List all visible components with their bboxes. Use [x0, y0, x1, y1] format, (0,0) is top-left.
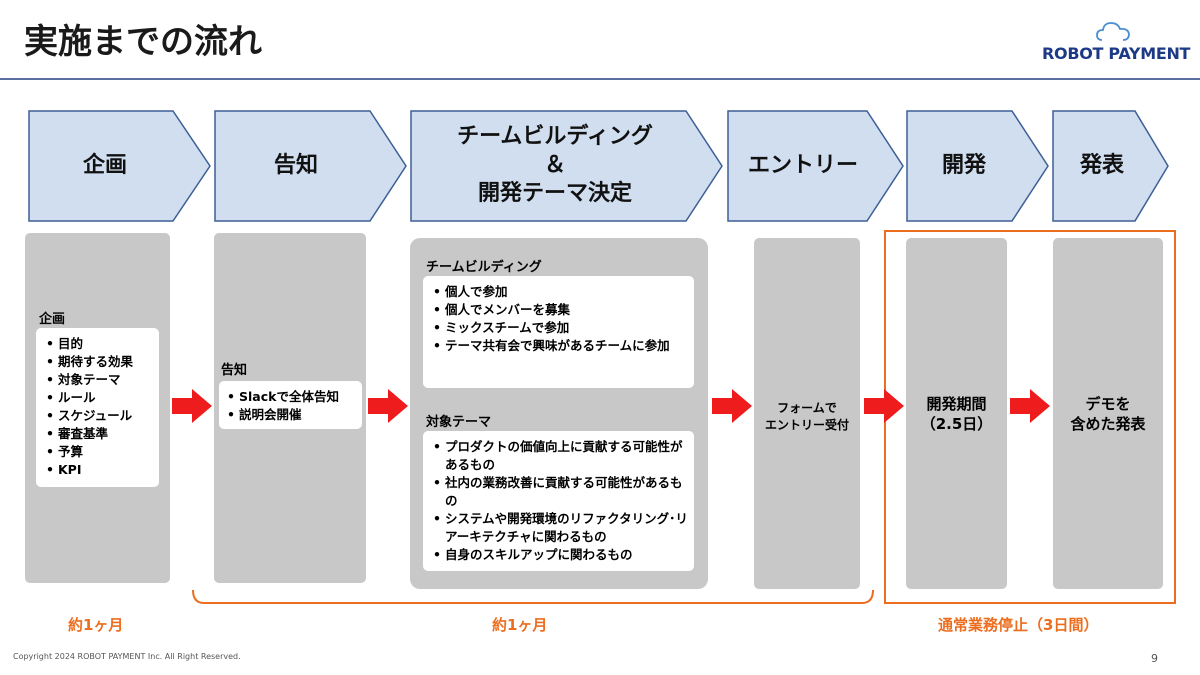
phase-teambuilding: チームビルディング ＆ 開発テーマ決定: [410, 110, 724, 222]
planning-list: 目的 期待する効果 対象テーマ ルール スケジュール 審査基準 予算 KPI: [36, 328, 159, 487]
phase-present: 発表: [1052, 110, 1170, 222]
list-item: 個人でメンバーを募集: [433, 301, 688, 319]
arrow-right-icon: [1010, 389, 1050, 423]
company-logo: ROBOT PAYMENT: [1042, 20, 1190, 66]
list-item: KPI: [46, 461, 153, 479]
theme-list: プロダクトの価値向上に貢献する可能性があるもの 社内の業務改善に貢献する可能性が…: [423, 431, 694, 571]
teambuilding-panel: チームビルディング 個人で参加 個人でメンバーを募集 ミックスチームで参加 テー…: [410, 238, 708, 589]
present-text: デモを 含めた発表: [1053, 394, 1163, 434]
list-item: 個人で参加: [433, 283, 688, 301]
list-item: 予算: [46, 443, 153, 461]
present-line: 含めた発表: [1070, 415, 1146, 433]
list-item: 説明会開催: [227, 406, 356, 424]
phase-announce: 告知: [214, 110, 408, 222]
phase-entry: エントリー: [727, 110, 905, 222]
duration-suspension: 通常業務停止（3日間）: [938, 616, 1099, 634]
phase-label-line: チームビルディング: [457, 124, 653, 150]
teambuilding-heading: チームビルディング: [426, 260, 542, 275]
list-item: 目的: [46, 335, 153, 353]
phase-label-line: 開発テーマ決定: [477, 181, 632, 207]
entry-text: フォームで エントリー受付: [754, 400, 860, 434]
entry-panel: フォームで エントリー受付: [754, 238, 860, 589]
entry-line: エントリー受付: [764, 418, 849, 432]
phase-planning: 企画: [28, 110, 212, 222]
arrow-right-icon: [368, 389, 408, 423]
list-item: 社内の業務改善に貢献する可能性があるもの: [433, 474, 688, 510]
page-number: 9: [1151, 652, 1158, 665]
dev-text: 開発期間 （2.5日）: [906, 394, 1007, 434]
announce-heading: 告知: [221, 363, 248, 378]
cloud-icon: [1096, 22, 1130, 41]
list-item: ミックスチームで参加: [433, 319, 688, 337]
planning-heading: 企画: [39, 312, 66, 327]
list-item: ルール: [46, 389, 153, 407]
list-item: 期待する効果: [46, 353, 153, 371]
phase-label: 発表: [1079, 152, 1124, 178]
slide-title: 実施までの流れ: [24, 22, 262, 62]
list-item: 対象テーマ: [46, 371, 153, 389]
dev-line: （2.5日）: [920, 415, 993, 433]
announce-list: Slackで全体告知 説明会開催: [219, 381, 362, 429]
logo-text: ROBOT PAYMENT: [1042, 44, 1191, 63]
phase-label-line: ＆: [543, 152, 566, 178]
theme-heading: 対象テーマ: [426, 415, 492, 430]
duration-main: 約1ヶ月: [492, 616, 548, 634]
list-item: システムや開発環境のリファクタリング･リアーキテクチャに関わるもの: [433, 510, 688, 546]
duration-bracket: [192, 590, 874, 604]
teambuilding-list: 個人で参加 個人でメンバーを募集 ミックスチームで参加 テーマ共有会で興味がある…: [423, 276, 694, 388]
list-item: Slackで全体告知: [227, 388, 356, 406]
title-divider: [0, 78, 1200, 80]
announce-panel: 告知 Slackで全体告知 説明会開催: [214, 233, 366, 583]
arrow-right-icon: [864, 389, 904, 423]
phase-label: チームビルディング ＆ 開発テーマ決定: [410, 110, 700, 222]
list-item: スケジュール: [46, 407, 153, 425]
arrow-right-icon: [172, 389, 212, 423]
planning-panel: 企画 目的 期待する効果 対象テーマ ルール スケジュール 審査基準 予算 KP…: [25, 233, 170, 583]
list-item: テーマ共有会で興味があるチームに参加: [433, 337, 688, 355]
phase-dev: 開発: [906, 110, 1050, 222]
dev-line: 開発期間: [926, 395, 987, 413]
dev-panel: 開発期間 （2.5日）: [906, 238, 1007, 589]
entry-line: フォームで: [777, 401, 837, 415]
list-item: 審査基準: [46, 425, 153, 443]
phase-label: 開発: [941, 152, 986, 178]
list-item: 自身のスキルアップに関わるもの: [433, 546, 688, 564]
phase-label: 企画: [82, 152, 127, 178]
list-item: プロダクトの価値向上に貢献する可能性があるもの: [433, 438, 688, 474]
present-panel: デモを 含めた発表: [1053, 238, 1163, 589]
present-line: デモを: [1085, 395, 1131, 413]
phase-label: 告知: [273, 152, 318, 178]
copyright-text: Copyright 2024 ROBOT PAYMENT Inc. All Ri…: [13, 652, 241, 661]
phase-label: エントリー: [747, 152, 858, 178]
arrow-right-icon: [712, 389, 752, 423]
duration-planning: 約1ヶ月: [68, 616, 124, 634]
